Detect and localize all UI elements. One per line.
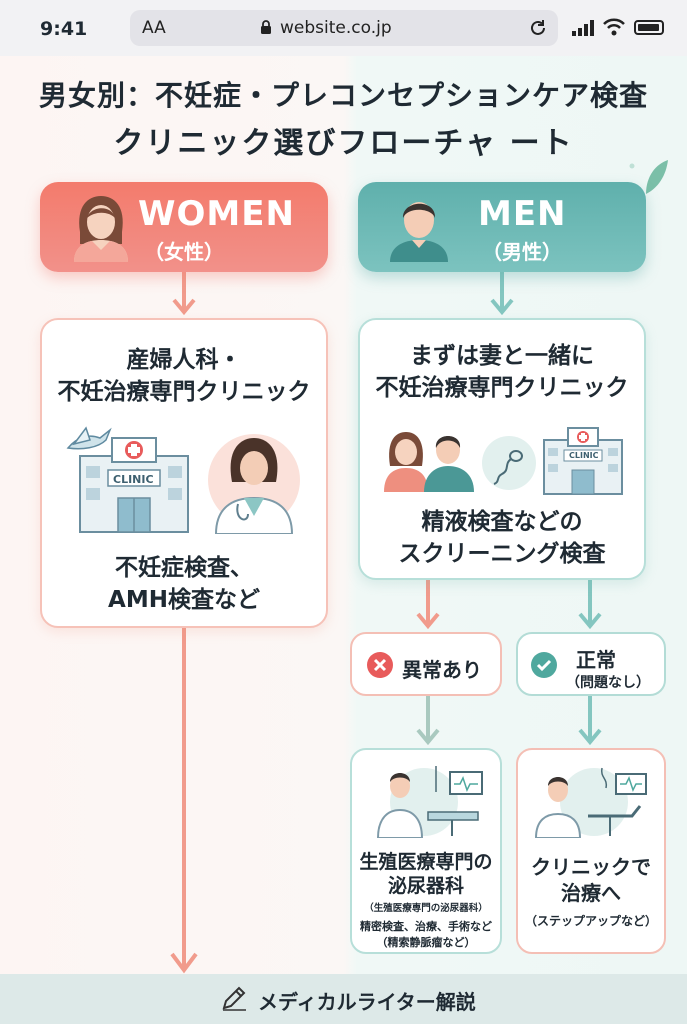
status-bar: 9:41 AA website.co.jp [0, 0, 687, 56]
urology-detail-1: 精密検査、治療、手術など [360, 920, 492, 933]
urology-card: 生殖医療専門の 泌尿器科 （生殖医療専門の泌尿器科） 精密検査、治療、手術など … [350, 748, 502, 954]
urology-title-1: 生殖医療専門の [359, 851, 493, 873]
url-text: website.co.jp [280, 18, 392, 38]
stork-icon [66, 426, 112, 450]
page-title: 男女別：不妊症・プレコンセプションケア検査 [38, 79, 648, 112]
sperm-icon [482, 436, 536, 490]
normal-label: 正常 [576, 648, 616, 672]
men-card-sub-1: 精液検査などの [421, 509, 583, 535]
reload-icon[interactable] [528, 18, 548, 38]
couple-icon [384, 432, 474, 492]
battery-icon [634, 20, 664, 35]
pencil-icon [222, 986, 246, 1011]
men-card-title-1: まずは妻と一緒に [410, 343, 594, 369]
women-header: WOMEN （女性） [40, 182, 328, 272]
flowchart-page: 男女別：不妊症・プレコンセプションケア検査 クリニック選びフローチャ ート WO… [0, 56, 687, 1024]
signal-icon [572, 20, 594, 36]
normal-sub-label: （問題なし） [566, 675, 650, 691]
women-heading-jp: （女性） [144, 240, 224, 264]
check-icon [531, 652, 557, 678]
page-subtitle: クリニック選びフローチャ ート [113, 126, 574, 161]
urologist-exam-icon [376, 766, 483, 838]
woman-avatar-icon [74, 196, 128, 262]
man-avatar-icon [390, 202, 448, 262]
wifi-icon [603, 18, 625, 36]
clinic-treatment-icon [534, 767, 647, 838]
clock: 9:41 [40, 18, 88, 40]
text-size-button[interactable]: AA [142, 18, 166, 38]
men-card-sub-2: スクリーニング検査 [398, 541, 606, 567]
men-card-title-2: 不妊治療専門クリニック [375, 375, 629, 401]
women-clinic-sign: CLINIC [113, 473, 154, 486]
women-heading-en: WOMEN [138, 194, 295, 234]
medical-writer-commentary-bar[interactable]: メディカルライター解説 [0, 974, 687, 1024]
female-doctor-icon [208, 434, 300, 534]
address-bar[interactable]: AA website.co.jp [130, 10, 558, 46]
treatment-title-1: クリニックで [531, 855, 651, 879]
footer-label: メディカルライター解説 [258, 990, 476, 1014]
women-card-sub-2: AMH検査など [108, 587, 260, 613]
normal-result-badge: 正常 （問題なし） [516, 632, 666, 696]
abnormal-label: 異常あり [402, 658, 482, 682]
lock-icon [261, 20, 271, 34]
men-heading-jp: （男性） [482, 240, 562, 264]
urology-note: （生殖医療専門の泌尿器科） [364, 903, 488, 914]
women-clinic-card: 産婦人科・ 不妊治療専門クリニック CLINIC [40, 318, 328, 628]
treatment-note: （ステップアップなど） [524, 914, 657, 928]
men-heading-en: MEN [478, 194, 567, 234]
women-card-title-1: 産婦人科・ [126, 347, 242, 373]
urology-detail-2: （精索静脈瘤など） [376, 936, 476, 949]
women-card-sub-1: 不妊症検査、 [115, 555, 253, 581]
treatment-card: クリニックで 治療へ （ステップアップなど） [516, 748, 666, 954]
men-header: MEN （男性） [358, 182, 646, 272]
small-clinic-icon [543, 427, 623, 495]
men-clinic-card: まずは妻と一緒に 不妊治療専門クリニック CLINIC 精液検査などの [358, 318, 646, 580]
women-card-title-2: 不妊治療専門クリニック [57, 379, 311, 405]
clinic-building-icon [79, 437, 189, 533]
urology-title-2: 泌尿器科 [387, 875, 464, 897]
treatment-title-2: 治療へ [561, 881, 621, 905]
abnormal-result-badge: 異常あり [350, 632, 502, 696]
cross-icon [367, 652, 393, 678]
men-clinic-sign: CLINIC [569, 451, 599, 460]
flow-connectors [170, 272, 602, 974]
leaf-icon [629, 160, 668, 194]
